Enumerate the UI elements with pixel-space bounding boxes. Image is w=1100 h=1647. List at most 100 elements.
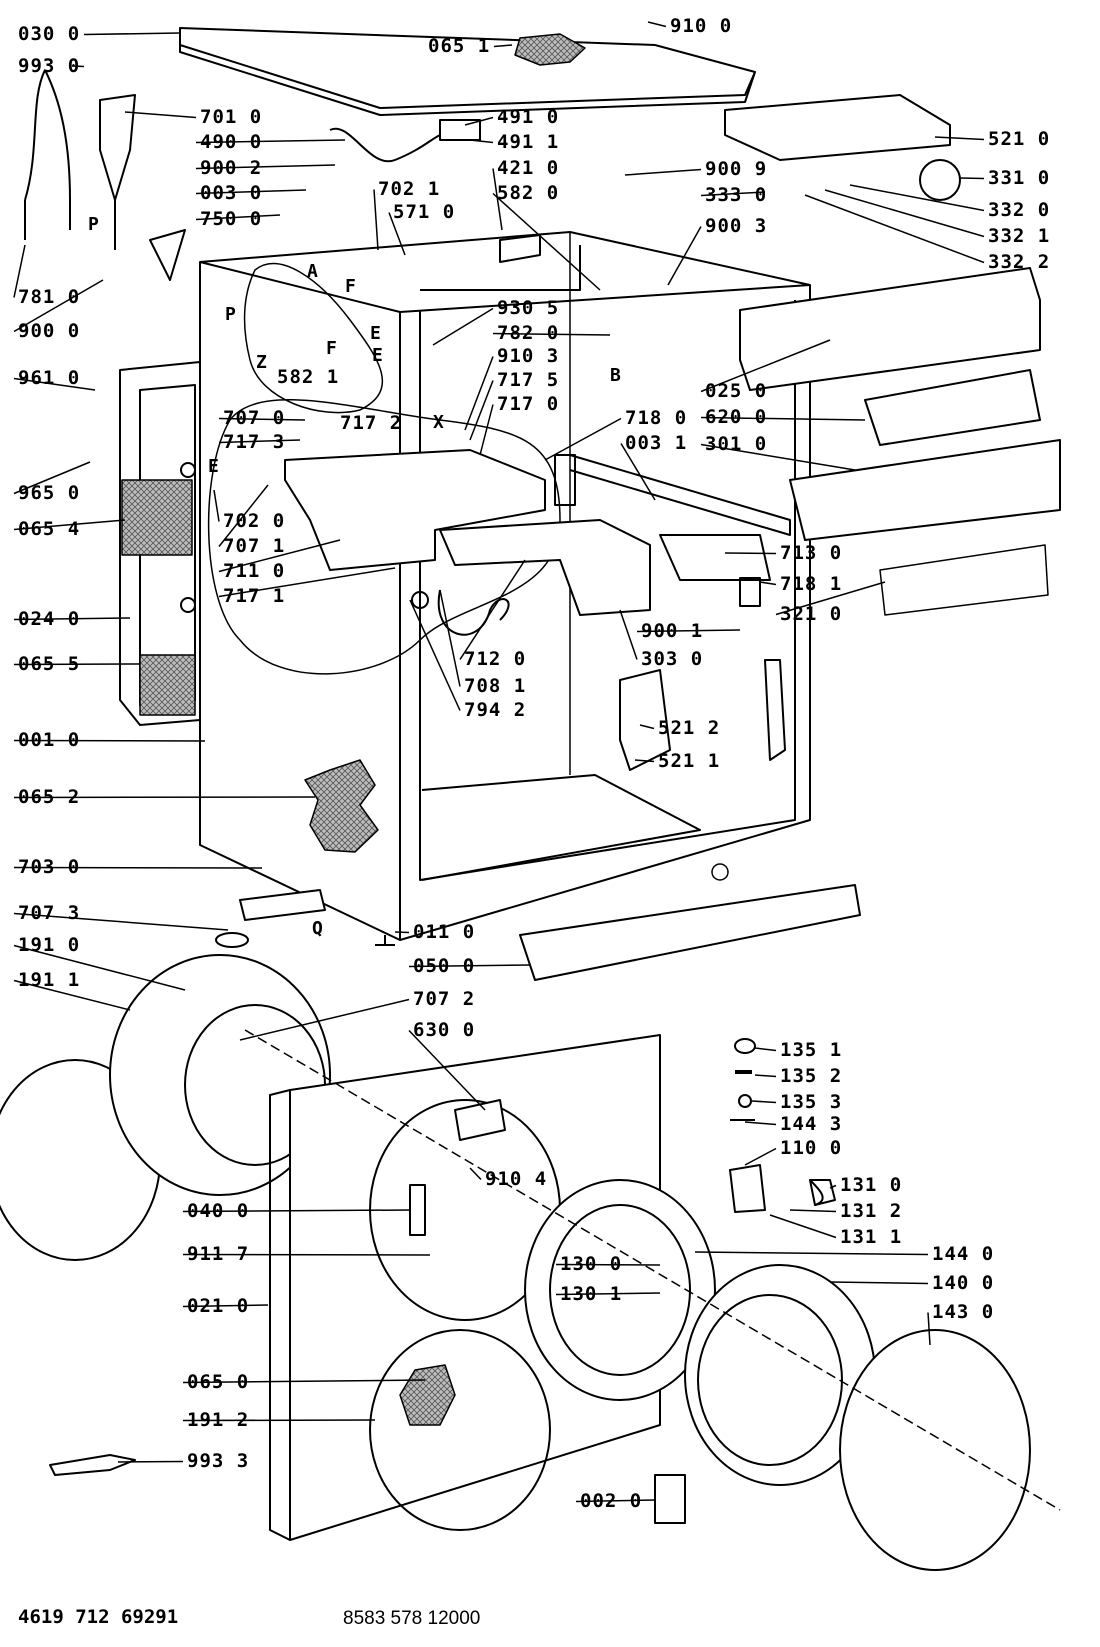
leader-702-1	[373, 189, 379, 251]
label-711-0: 711 0	[223, 560, 286, 582]
label-130-1: 130 1	[560, 1283, 623, 1305]
leader-130-1	[555, 1292, 661, 1296]
label-702-1: 702 1	[378, 178, 441, 200]
label-025-0: 025 0	[705, 380, 768, 402]
leader-065-2	[13, 796, 316, 799]
label-143-0: 143 0	[932, 1301, 995, 1323]
label-900-1: 900 1	[641, 620, 704, 642]
leader-708-1	[439, 589, 461, 687]
leader-065-0	[182, 1379, 426, 1384]
leader-135-3	[751, 1100, 777, 1104]
label-131-2: 131 2	[840, 1200, 903, 1222]
leader-491-0	[464, 116, 494, 126]
label-910-0: 910 0	[670, 15, 733, 37]
label-717-1: 717 1	[223, 585, 286, 607]
label-717-0: 717 0	[497, 393, 560, 415]
leader-910-3	[464, 356, 494, 431]
marker-E3: E	[208, 456, 220, 477]
label-900-0: 900 0	[18, 320, 81, 342]
leader-717-0	[479, 404, 494, 456]
label-703-0: 703 0	[18, 856, 81, 878]
label-620-0: 620 0	[705, 406, 768, 428]
label-582-0: 582 0	[497, 182, 560, 204]
label-191-2: 191 2	[187, 1409, 250, 1431]
label-333-0: 333 0	[705, 184, 768, 206]
label-521-2: 521 2	[658, 717, 721, 739]
label-024-0: 024 0	[18, 608, 81, 630]
leader-993-0	[71, 65, 85, 68]
label-144-3: 144 3	[780, 1113, 843, 1135]
label-750-0: 750 0	[200, 208, 263, 230]
label-782-0: 782 0	[497, 322, 560, 344]
label-065-2: 065 2	[18, 786, 81, 808]
label-332-1: 332 1	[988, 225, 1051, 247]
leader-144-0	[694, 1251, 929, 1256]
leader-301-0	[700, 443, 856, 471]
label-718-1: 718 1	[780, 573, 843, 595]
marker-X: X	[433, 412, 445, 433]
leader-030-0	[83, 32, 181, 36]
leader-781-0	[13, 244, 26, 298]
hose-assembly	[24, 69, 541, 281]
leader-961-0	[13, 377, 96, 391]
leader-900-1	[636, 629, 741, 633]
label-707-1: 707 1	[223, 535, 286, 557]
leader-911-7	[182, 1253, 431, 1256]
leader-717-3	[218, 439, 301, 444]
label-993-3: 993 3	[187, 1450, 250, 1472]
label-011-0: 011 0	[413, 921, 476, 943]
leader-065-4	[13, 519, 126, 531]
leader-711-0	[218, 539, 341, 573]
leader-712-0	[459, 559, 526, 660]
leader-332-1	[824, 189, 985, 238]
label-491-1: 491 1	[497, 131, 560, 153]
label-911-7: 911 7	[187, 1243, 250, 1265]
label-191-0: 191 0	[18, 934, 81, 956]
leader-582-0	[492, 192, 601, 291]
label-144-0: 144 0	[932, 1243, 995, 1265]
side-hatch	[304, 759, 379, 853]
label-191-1: 191 1	[18, 969, 81, 991]
label-065-0: 065 0	[187, 1371, 250, 1393]
label-135-1: 135 1	[780, 1039, 843, 1061]
label-582-1: 582 1	[277, 366, 340, 388]
label-021-0: 021 0	[187, 1295, 250, 1317]
leader-521-0	[934, 136, 985, 141]
leader-050-0	[408, 964, 531, 968]
control-panel-assembly	[554, 94, 1061, 616]
label-708-1: 708 1	[464, 675, 527, 697]
dispenser-assembly	[284, 449, 786, 771]
leader-144-3	[744, 1121, 777, 1126]
marker-F: F	[345, 276, 357, 297]
footer-code-center: 8583 578 12000	[343, 1608, 481, 1629]
label-707-3: 707 3	[18, 902, 81, 924]
leader-421-0	[492, 168, 503, 231]
leader-191-1	[13, 979, 131, 1011]
label-993-0: 993 0	[18, 55, 81, 77]
leader-331-0	[959, 177, 985, 180]
leader-707-2	[239, 998, 410, 1041]
label-030-0: 030 0	[18, 23, 81, 45]
leader-191-0	[13, 944, 186, 991]
label-131-0: 131 0	[840, 1174, 903, 1196]
label-713-0: 713 0	[780, 542, 843, 564]
leader-003-0	[195, 189, 307, 195]
leader-011-0	[394, 931, 410, 934]
leader-707-3	[13, 912, 229, 931]
leader-490-0	[195, 139, 346, 144]
label-135-2: 135 2	[780, 1065, 843, 1087]
leader-130-0	[555, 1263, 661, 1266]
marker-F2: F	[326, 338, 338, 359]
label-521-0: 521 0	[988, 128, 1051, 150]
leader-910-4	[469, 1167, 482, 1181]
leader-303-0	[619, 609, 638, 660]
label-065-5: 065 5	[18, 653, 81, 675]
marker-B: B	[610, 365, 622, 386]
label-001-0: 001 0	[18, 729, 81, 751]
lid-hatch	[514, 33, 586, 66]
leader-135-1	[754, 1047, 777, 1052]
label-131-1: 131 1	[840, 1226, 903, 1248]
label-718-0: 718 0	[625, 407, 688, 429]
leader-521-1	[634, 759, 655, 763]
leader-521-2	[639, 724, 655, 730]
